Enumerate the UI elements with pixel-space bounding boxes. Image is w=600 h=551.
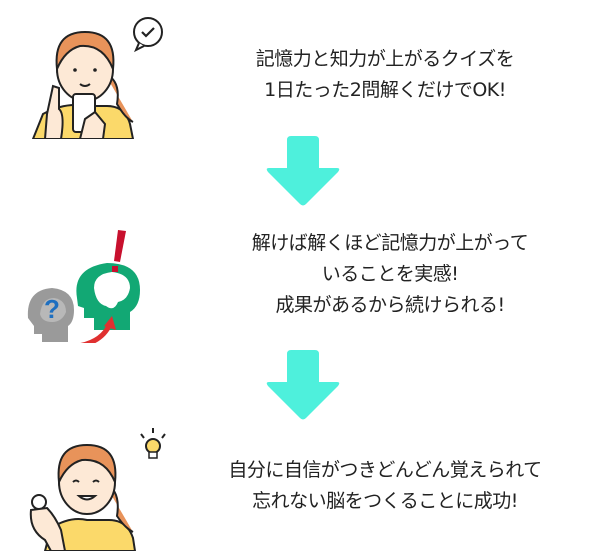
down-arrow-icon <box>266 350 340 420</box>
step-3-line-2: 忘れない脳をつくることに成功! <box>252 490 518 512</box>
step-2-text: 解けば解くほど記憶力が上がって いることを実感! 成果があるから続けられる! <box>190 228 590 321</box>
woman-ok-illustration <box>29 428 166 551</box>
step-1-line-1: 記憶力と知力が上がるクイズを <box>255 48 515 70</box>
step-3-line-1: 自分に自信がつきどんどん覚えられて <box>228 459 542 481</box>
step-2-line-2: いることを実感! <box>321 263 459 285</box>
step-2-line-1: 解けば解くほど記憶力が上がって <box>251 232 529 254</box>
step-3-text: 自分に自信がつきどんどん覚えられて 忘れない脳をつくることに成功! <box>180 455 590 517</box>
woman-with-phone-illustration <box>31 17 163 139</box>
speech-bubble-check-icon <box>133 17 163 53</box>
down-arrow-icon <box>266 136 340 206</box>
step-1-line-2: 1日たった2問解くだけでOK! <box>264 79 506 101</box>
lightbulb-icon <box>140 428 166 459</box>
question-mark-icon: ? <box>44 294 60 324</box>
heads-progress-illustration: ? <box>27 230 140 343</box>
step-2-line-3: 成果があるから続けられる! <box>275 294 505 316</box>
step-1-text: 記憶力と知力が上がるクイズを 1日たった2問解くだけでOK! <box>190 44 580 106</box>
